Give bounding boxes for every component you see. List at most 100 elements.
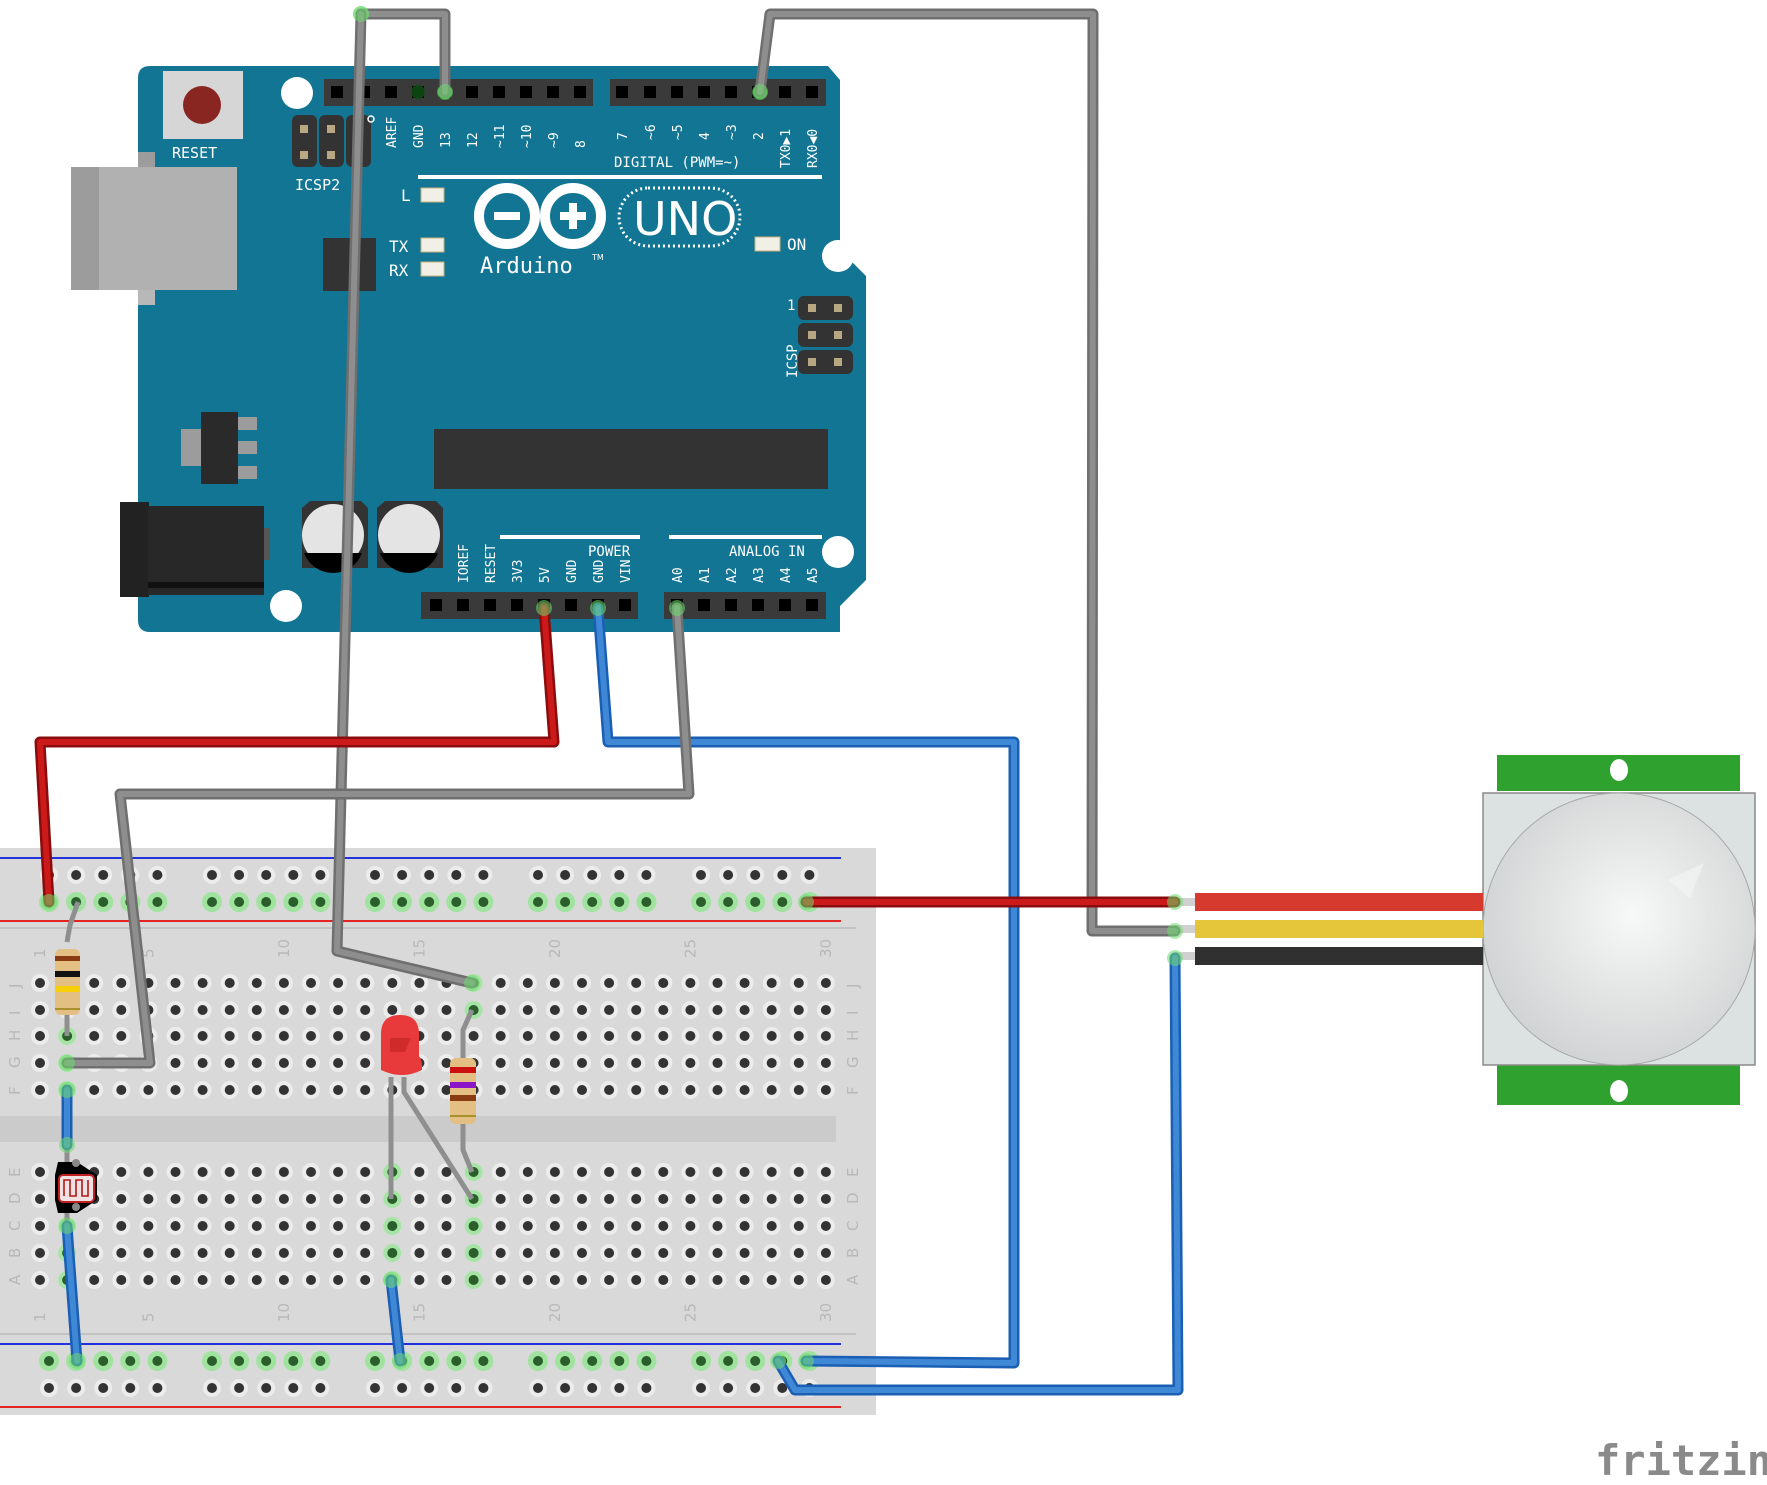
breadboard-hole bbox=[170, 1167, 181, 1177]
breadboard-hole bbox=[35, 1275, 45, 1285]
digital-pin-label: ~10 bbox=[520, 125, 535, 148]
breadboard-hole bbox=[820, 1167, 831, 1177]
breadboard-hole bbox=[577, 1194, 587, 1204]
breadboard-hole bbox=[820, 1031, 831, 1041]
breadboard-hole bbox=[441, 1194, 452, 1204]
breadboard-hole bbox=[441, 1275, 452, 1285]
breadboard-hole bbox=[604, 1248, 615, 1258]
power-pin-label: IOREF bbox=[457, 544, 472, 583]
header-hole bbox=[725, 86, 737, 98]
rail-hole bbox=[750, 897, 761, 907]
red-led[interactable] bbox=[381, 1015, 475, 1201]
breadboard-hole bbox=[306, 1167, 316, 1177]
breadboard-hole bbox=[549, 1085, 560, 1095]
breadboard-hole bbox=[631, 1167, 642, 1177]
breadboard-hole bbox=[306, 1248, 316, 1258]
rail-hole bbox=[750, 1356, 761, 1366]
breadboard-hole bbox=[739, 1031, 750, 1041]
rail-hole bbox=[370, 1356, 380, 1366]
breadboard-hole bbox=[712, 1221, 723, 1231]
breadboard-hole bbox=[333, 1058, 344, 1068]
header-hole bbox=[698, 86, 710, 98]
breadboard-hole bbox=[197, 1275, 208, 1285]
breadboard-hole bbox=[170, 1194, 181, 1204]
breadboard-hole bbox=[631, 1005, 642, 1015]
header-hole bbox=[466, 86, 478, 98]
rail-hole bbox=[533, 870, 543, 880]
breadboard-hole bbox=[170, 1221, 181, 1231]
resistor-1[interactable] bbox=[55, 901, 81, 1036]
breadboard-hole bbox=[306, 1194, 316, 1204]
rail-hole bbox=[234, 897, 245, 907]
led-rx bbox=[420, 261, 445, 277]
rail-hole bbox=[641, 1383, 652, 1393]
usb-shade bbox=[71, 167, 99, 290]
reset-button-cap[interactable] bbox=[183, 86, 221, 124]
resistor-2[interactable] bbox=[450, 1008, 476, 1173]
breadboard-hole bbox=[766, 1221, 777, 1231]
breadboard-hole bbox=[739, 1248, 750, 1258]
breadboard-hole bbox=[116, 1221, 127, 1231]
breadboard-hole bbox=[197, 1085, 208, 1095]
breadboard-hole bbox=[685, 1085, 696, 1095]
breadboard-hole bbox=[631, 1221, 642, 1231]
breadboard-hole bbox=[170, 1248, 181, 1258]
breadboard-hole bbox=[360, 1221, 371, 1231]
rail-hole bbox=[641, 897, 652, 907]
breadboard-hole bbox=[820, 978, 831, 988]
rail-hole bbox=[315, 1383, 326, 1393]
rail-hole bbox=[288, 1356, 299, 1366]
breadboard-hole bbox=[224, 1005, 235, 1015]
breadboard-hole bbox=[333, 978, 344, 988]
header-hole bbox=[511, 599, 523, 611]
breadboard-hole bbox=[658, 1194, 669, 1204]
wire-end bbox=[383, 1272, 399, 1288]
pir-motion-sensor[interactable] bbox=[1175, 755, 1756, 1105]
breadboard-hole bbox=[604, 1005, 615, 1015]
rail-hole bbox=[641, 1356, 652, 1366]
breadboard-hole bbox=[333, 1085, 344, 1095]
row-label: I bbox=[844, 1011, 862, 1015]
breadboard-hole bbox=[658, 1031, 669, 1041]
analog-header bbox=[664, 592, 826, 619]
breadboard-hole bbox=[414, 1085, 425, 1095]
breadboard-hole bbox=[224, 1275, 235, 1285]
rail-hole bbox=[723, 897, 734, 907]
breadboard-hole bbox=[766, 1058, 777, 1068]
breadboard-hole bbox=[820, 1058, 831, 1068]
rail-hole bbox=[98, 1356, 109, 1366]
wire-end bbox=[590, 600, 606, 616]
wire-5v bbox=[37, 605, 557, 905]
breadboard-hole bbox=[278, 1275, 289, 1285]
model-label: UNO bbox=[633, 192, 737, 246]
breadboard-hole bbox=[441, 1167, 452, 1177]
breadboard-hole bbox=[306, 1058, 316, 1068]
row-label: A bbox=[6, 1274, 24, 1285]
breadboard-hole bbox=[604, 1221, 615, 1231]
breadboard-hole bbox=[224, 1085, 235, 1095]
photoresistor[interactable] bbox=[55, 1145, 97, 1226]
breadboard-hole bbox=[306, 1031, 316, 1041]
wire-end bbox=[59, 1055, 75, 1071]
breadboard-hole bbox=[495, 1194, 506, 1204]
rail-hole bbox=[777, 870, 788, 880]
breadboard-hole bbox=[685, 1167, 696, 1177]
breadboard-hole bbox=[604, 1194, 615, 1204]
regulator-leg bbox=[238, 441, 257, 454]
breadboard-hole bbox=[522, 978, 533, 988]
breadboard-hole bbox=[251, 1248, 262, 1258]
rail-hole bbox=[152, 1356, 163, 1366]
row-label: H bbox=[844, 1030, 862, 1041]
breadboard-hole bbox=[35, 1085, 45, 1095]
breadboard-hole bbox=[712, 1167, 723, 1177]
breadboard-hole bbox=[495, 1031, 506, 1041]
wire-end bbox=[1167, 894, 1183, 910]
breadboard-hole bbox=[441, 1085, 452, 1095]
analog-pin-label: A1 bbox=[698, 567, 713, 583]
digital-divider bbox=[418, 175, 822, 179]
led-l-label: L bbox=[401, 186, 411, 205]
breadboard-hole bbox=[685, 1248, 696, 1258]
power-label: POWER bbox=[588, 544, 631, 560]
breadboard-hole bbox=[89, 978, 100, 988]
